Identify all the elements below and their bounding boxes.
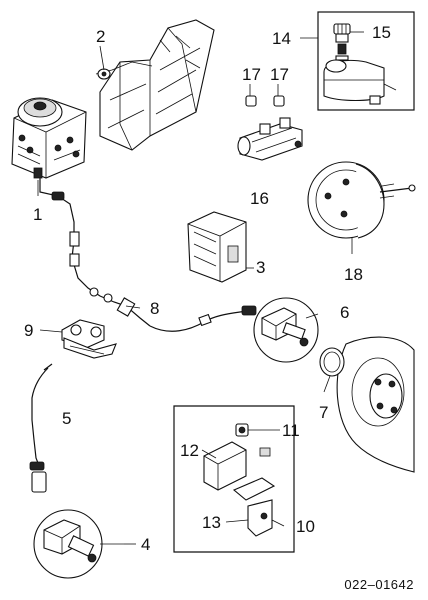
callout-2: 2 (96, 27, 106, 46)
abs-control-module (187, 211, 247, 283)
callout-12: 12 (180, 441, 199, 460)
hardware-kit-group (173, 405, 295, 553)
callout-6: 6 (340, 303, 350, 322)
diagram-part-code: 022–01642 (344, 577, 414, 592)
abs-wiring-harness (39, 178, 257, 332)
callout-10: 10 (296, 517, 315, 536)
rear-sensor-detail (33, 509, 124, 579)
callout-18: 18 (344, 265, 363, 284)
sensor-mounting-clip (61, 319, 117, 359)
callout-13: 13 (202, 513, 221, 532)
callout-3: 3 (256, 258, 266, 277)
callout-5: 5 (62, 409, 72, 428)
callout-7: 7 (319, 403, 329, 422)
callout-4: 4 (141, 535, 151, 554)
callout-17-left: 17 (242, 65, 261, 84)
brake-fluid-reservoir-group (317, 11, 415, 111)
mounting-bracket-body-panel (95, 19, 215, 151)
wheel-speed-sensor-detail (253, 297, 319, 363)
brake-master-cylinder (237, 95, 303, 161)
callout-9: 9 (24, 321, 34, 340)
callout-11: 11 (282, 421, 300, 440)
callout-leader-lines (37, 31, 364, 545)
callout-1: 1 (33, 205, 43, 224)
callout-8: 8 (150, 299, 160, 318)
callout-15: 15 (372, 23, 391, 42)
callout-16: 16 (250, 189, 269, 208)
brake-booster (307, 161, 416, 239)
rear-wheel-sensor-harness (29, 363, 53, 493)
abs-hydraulic-unit (11, 97, 87, 179)
callout-14: 14 (272, 29, 291, 48)
brake-rotor-and-tone-ring (319, 336, 415, 473)
callout-17-right: 17 (270, 65, 289, 84)
